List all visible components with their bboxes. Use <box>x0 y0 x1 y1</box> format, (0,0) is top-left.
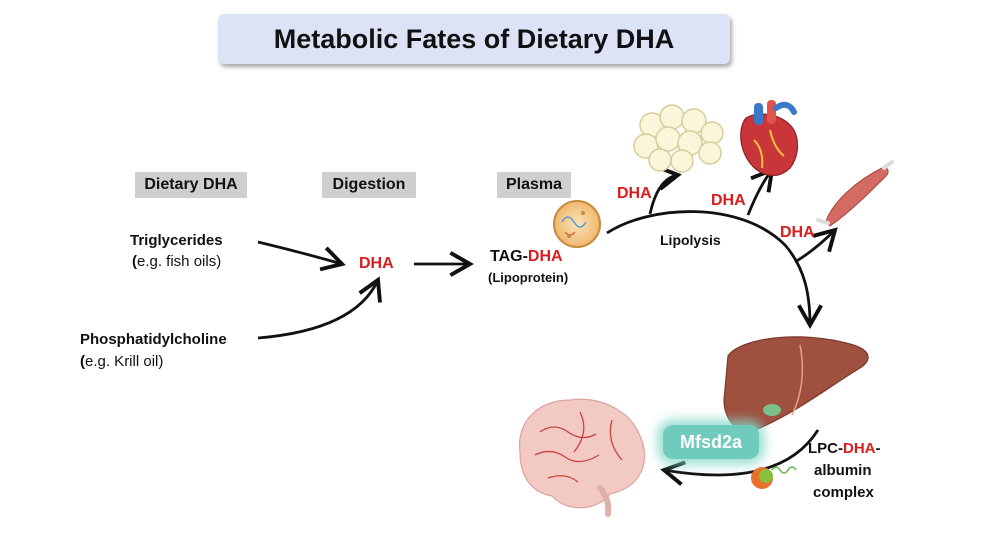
phosphatidylcholine-example-text: e.g. Krill oil) <box>85 353 164 370</box>
triglycerides-label: Triglycerides <box>130 232 223 249</box>
heart-branch-arrow <box>746 166 775 216</box>
title-box: Metabolic Fates of Dietary DHA <box>218 14 730 64</box>
tag-prefix: TAG- <box>490 248 528 265</box>
muscle-branch-arrow <box>794 227 838 264</box>
phosphatidylcholine-arrow <box>257 276 382 340</box>
mfsd2a-badge: Mfsd2a <box>663 425 759 459</box>
stage-digestion: Digestion <box>322 172 416 198</box>
triglycerides-paren: ( <box>132 253 137 270</box>
tag-dha-text: DHA <box>527 248 563 265</box>
adipose-dha-label: DHA <box>617 185 652 202</box>
lipolysis-curve <box>606 210 823 329</box>
phosphatidylcholine-example: (e.g. Krill oil) <box>80 353 163 370</box>
digestion-dha-label: DHA <box>359 255 394 272</box>
lipolysis-label: Lipolysis <box>660 232 721 248</box>
triglycerides-example: (e.g. fish oils) <box>132 253 221 270</box>
adipose-branch-arrow <box>648 165 682 215</box>
heart-dha-label: DHA <box>711 192 746 209</box>
lpc-prefix: LPC- <box>808 440 843 457</box>
triglyceride-arrow <box>257 240 346 272</box>
lpc-dash: - <box>875 440 881 457</box>
phosphatidylcholine-label: Phosphatidylcholine <box>80 331 227 348</box>
stage-plasma: Plasma <box>497 172 571 198</box>
albumin-label: albumin <box>814 462 872 479</box>
lpc-dha-text: DHA <box>843 440 876 457</box>
albumin-complex-icon <box>751 466 797 489</box>
muscle-icon <box>816 160 894 227</box>
triglycerides-example-text: e.g. fish oils) <box>137 253 222 270</box>
complex-label: complex <box>813 484 874 501</box>
lipoprotein-label: (Lipoprotein) <box>488 270 569 285</box>
brain-icon <box>519 398 646 517</box>
page-title: Metabolic Fates of Dietary DHA <box>273 23 675 54</box>
muscle-dha-label: DHA <box>780 224 815 241</box>
stage-dietary-dha: Dietary DHA <box>135 172 247 198</box>
lipoprotein-icon <box>553 200 601 248</box>
phosphatidylcholine-paren: ( <box>80 353 85 370</box>
mfsd2a-label: Mfsd2a <box>679 431 742 452</box>
tag-dha-label: TAG-DHA <box>490 248 563 266</box>
liver-icon <box>723 336 869 432</box>
adipocytes-icon <box>633 104 724 173</box>
heart-icon <box>740 100 799 177</box>
lpc-dha-label: LPC-DHA- <box>808 440 881 457</box>
